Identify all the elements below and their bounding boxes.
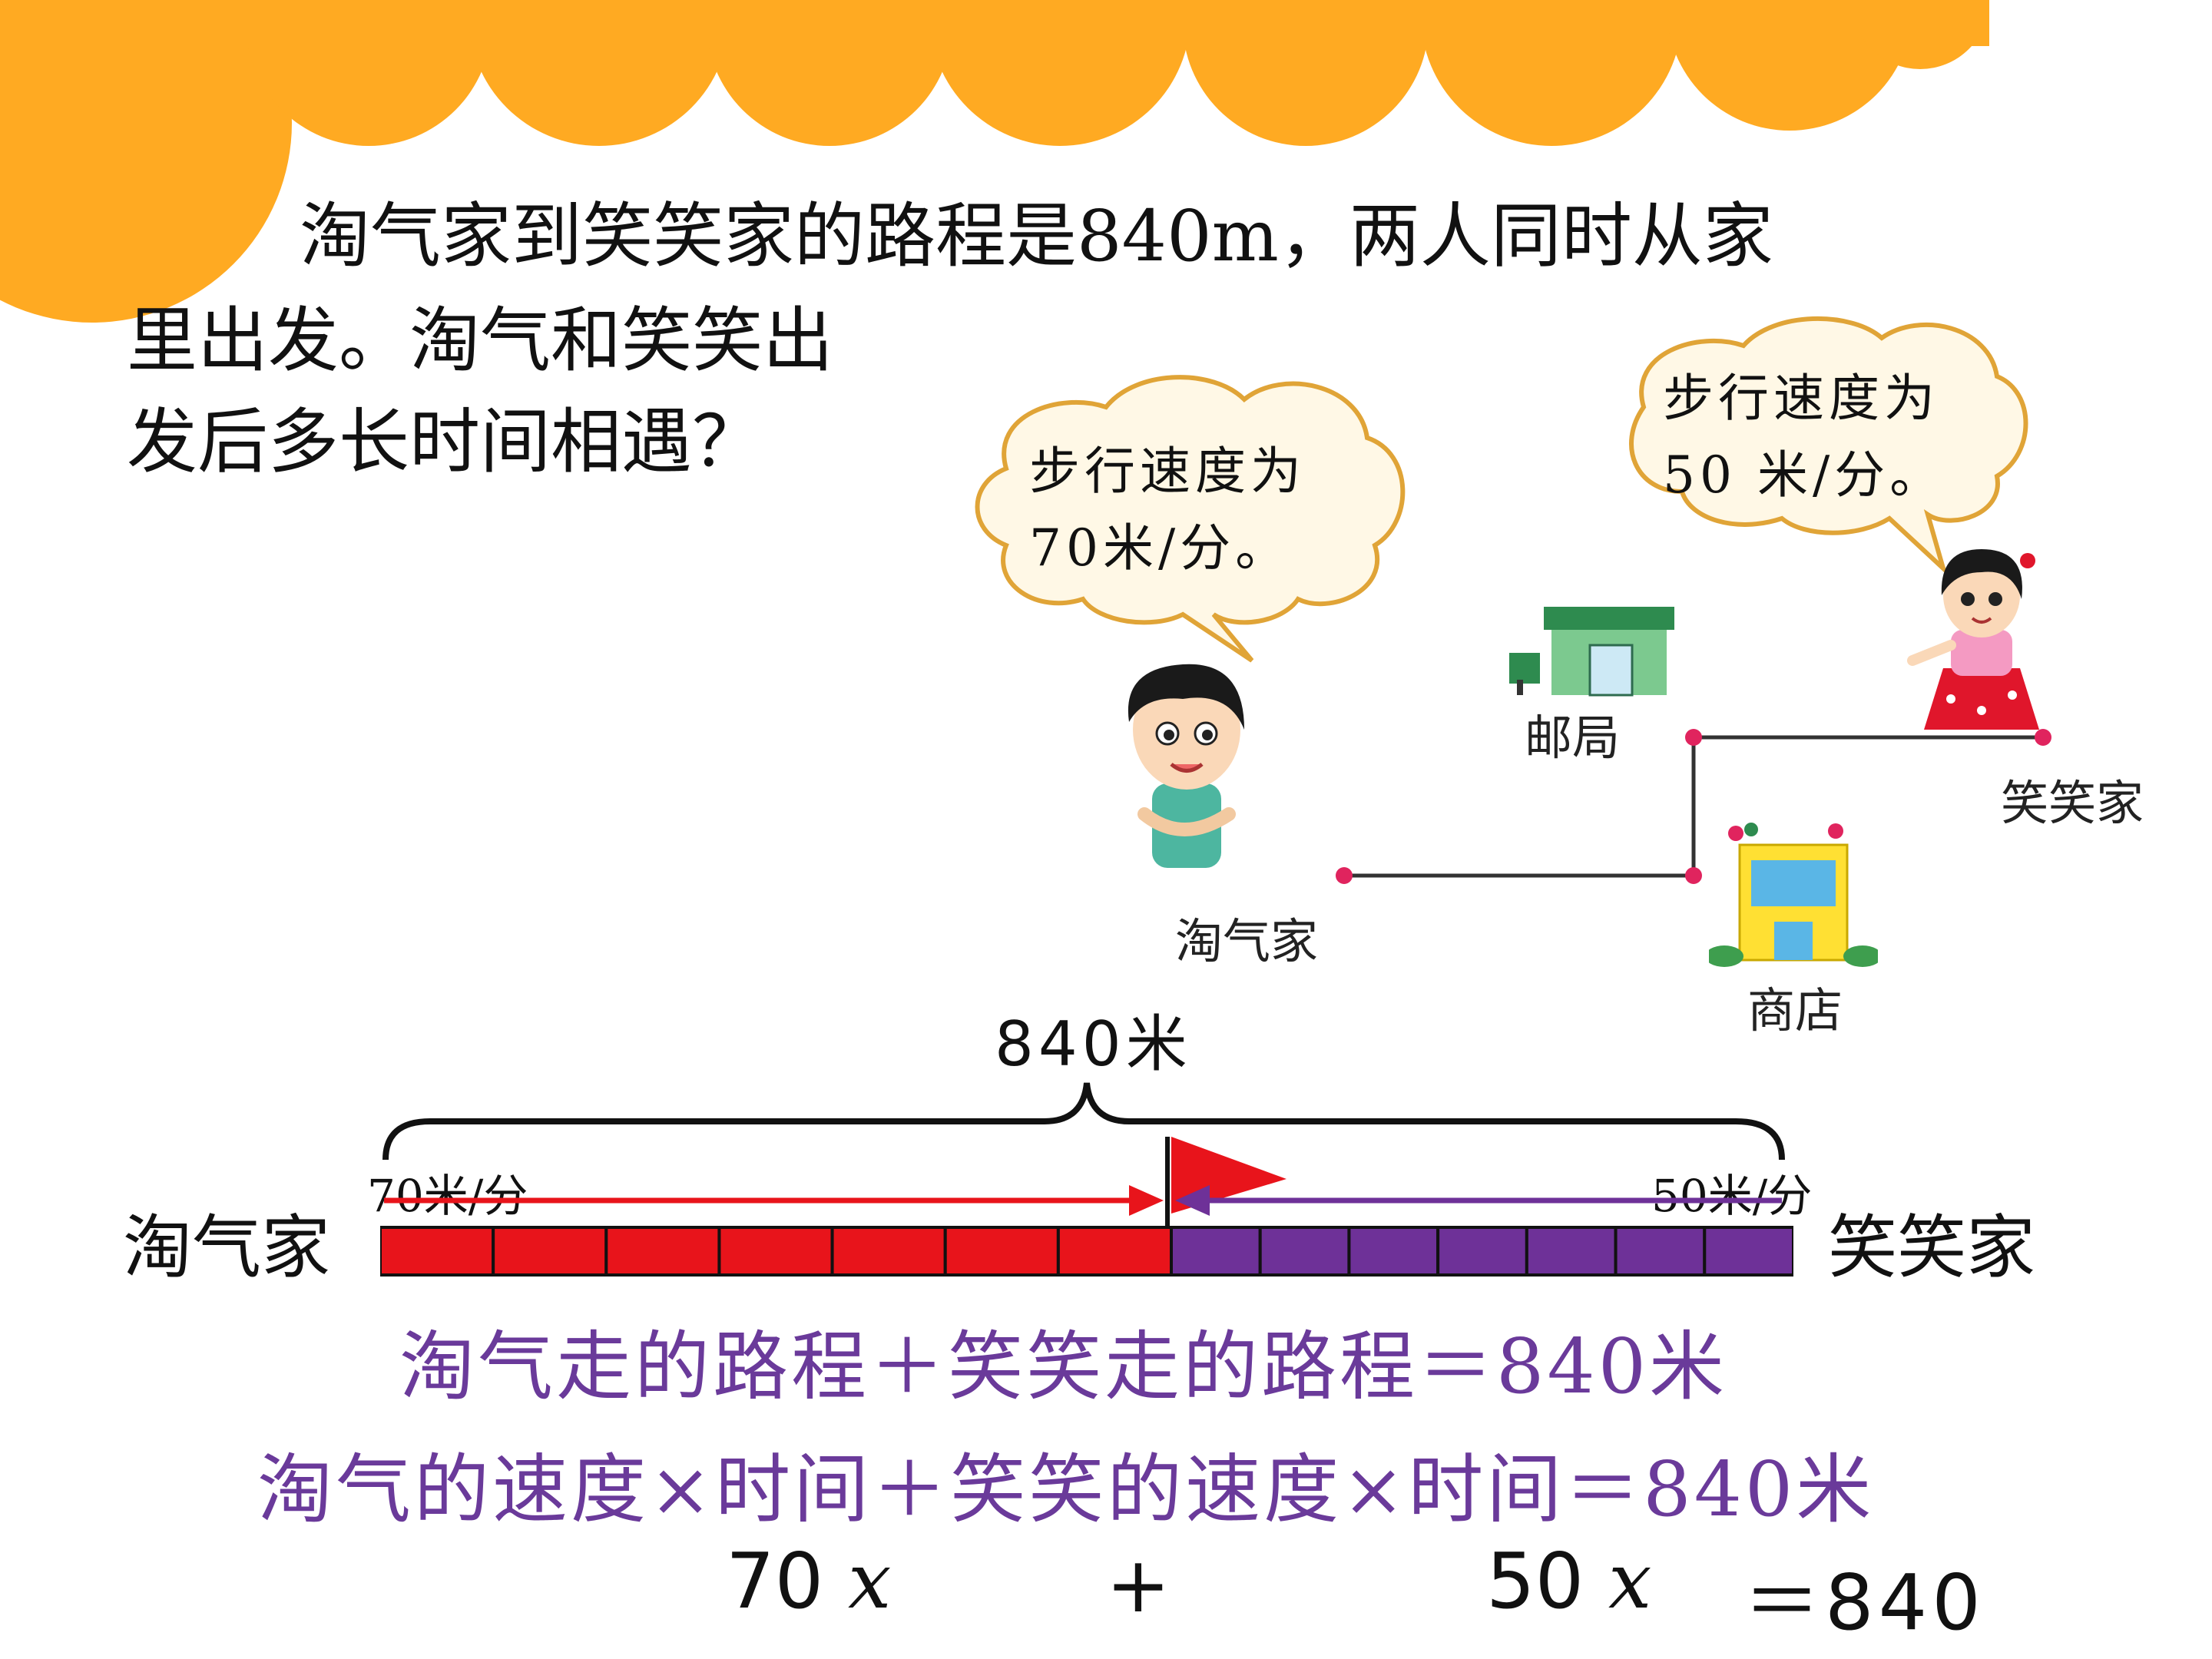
xiaoxiao-home-label: 笑笑家 xyxy=(2001,775,2144,831)
shop-label: 商店 xyxy=(1747,982,1843,1038)
bubble-left-line-1: 步行速度为 xyxy=(1029,442,1306,501)
cloud-decoration xyxy=(0,0,1989,323)
formula-term2-var: x xyxy=(1608,1536,1652,1626)
problem-line-2: 里出发。淘气和笑笑出 xyxy=(127,300,834,382)
taoqi-home-map-label: 淘气家 xyxy=(1175,913,1319,969)
motion-arrows xyxy=(384,1137,1782,1237)
formula-term2-coef: 50 xyxy=(1486,1536,1584,1626)
post-office-icon xyxy=(1509,607,1674,697)
segment-bar xyxy=(380,1226,1793,1277)
formula-plus: + xyxy=(1106,1540,1171,1630)
total-distance-label: 840米 xyxy=(995,1008,1192,1080)
purple-segment xyxy=(1614,1226,1707,1277)
formula-term1: 70 x xyxy=(726,1536,891,1626)
equation-line-2: 淘气的速度×时间＋笑笑的速度×时间＝840米 xyxy=(257,1446,1875,1534)
bubble-left-line-2: 70米/分。 xyxy=(1029,518,1291,578)
purple-segment xyxy=(1347,1226,1440,1277)
xiaoxiao-home-diagram-label: 笑笑家 xyxy=(1828,1207,2035,1288)
red-segment xyxy=(717,1226,834,1277)
red-segment xyxy=(604,1226,721,1277)
purple-segment xyxy=(1703,1226,1793,1277)
left-rate-label: 70米/分 xyxy=(367,1170,528,1222)
speech-bubble-left xyxy=(975,375,1406,663)
purple-segment xyxy=(1170,1226,1262,1277)
red-segment xyxy=(380,1226,495,1277)
girl-icon xyxy=(1907,549,2039,730)
bubble-right-line-1: 步行速度为 xyxy=(1663,369,1939,428)
speech-bubble-right xyxy=(1629,316,2028,576)
shop-icon xyxy=(1709,823,1878,967)
distance-brace xyxy=(382,1082,1785,1161)
red-segment xyxy=(830,1226,947,1277)
bubble-right-line-2: 50 米/分。 xyxy=(1663,445,1945,505)
formula-term1-coef: 70 xyxy=(726,1536,824,1626)
purple-segment xyxy=(1436,1226,1528,1277)
formula-term2: 50 x xyxy=(1486,1536,1651,1626)
red-segments xyxy=(380,1226,1173,1277)
purple-segments xyxy=(1170,1226,1793,1277)
purple-segment xyxy=(1258,1226,1351,1277)
problem-line-3: 发后多长时间相遇？ xyxy=(127,401,763,483)
right-rate-label: 50米/分 xyxy=(1651,1170,1813,1222)
taoqi-home-diagram-label: 淘气家 xyxy=(123,1207,330,1288)
post-office-label: 邮局 xyxy=(1525,710,1621,766)
red-segment xyxy=(492,1226,608,1277)
boy-icon xyxy=(1128,664,1244,868)
red-segment xyxy=(943,1226,1060,1277)
formula-term1-var: x xyxy=(848,1536,892,1626)
formula-rhs: ＝840 xyxy=(1743,1558,1985,1647)
route-map xyxy=(1336,729,2051,884)
problem-line-1: 淘气家到笑笑家的路程是840m，两人同时从家 xyxy=(300,195,1773,277)
purple-segment xyxy=(1525,1226,1618,1277)
equation-line-1: 淘气走的路程＋笑笑走的路程＝840米 xyxy=(399,1323,1728,1411)
red-segment xyxy=(1056,1226,1173,1277)
